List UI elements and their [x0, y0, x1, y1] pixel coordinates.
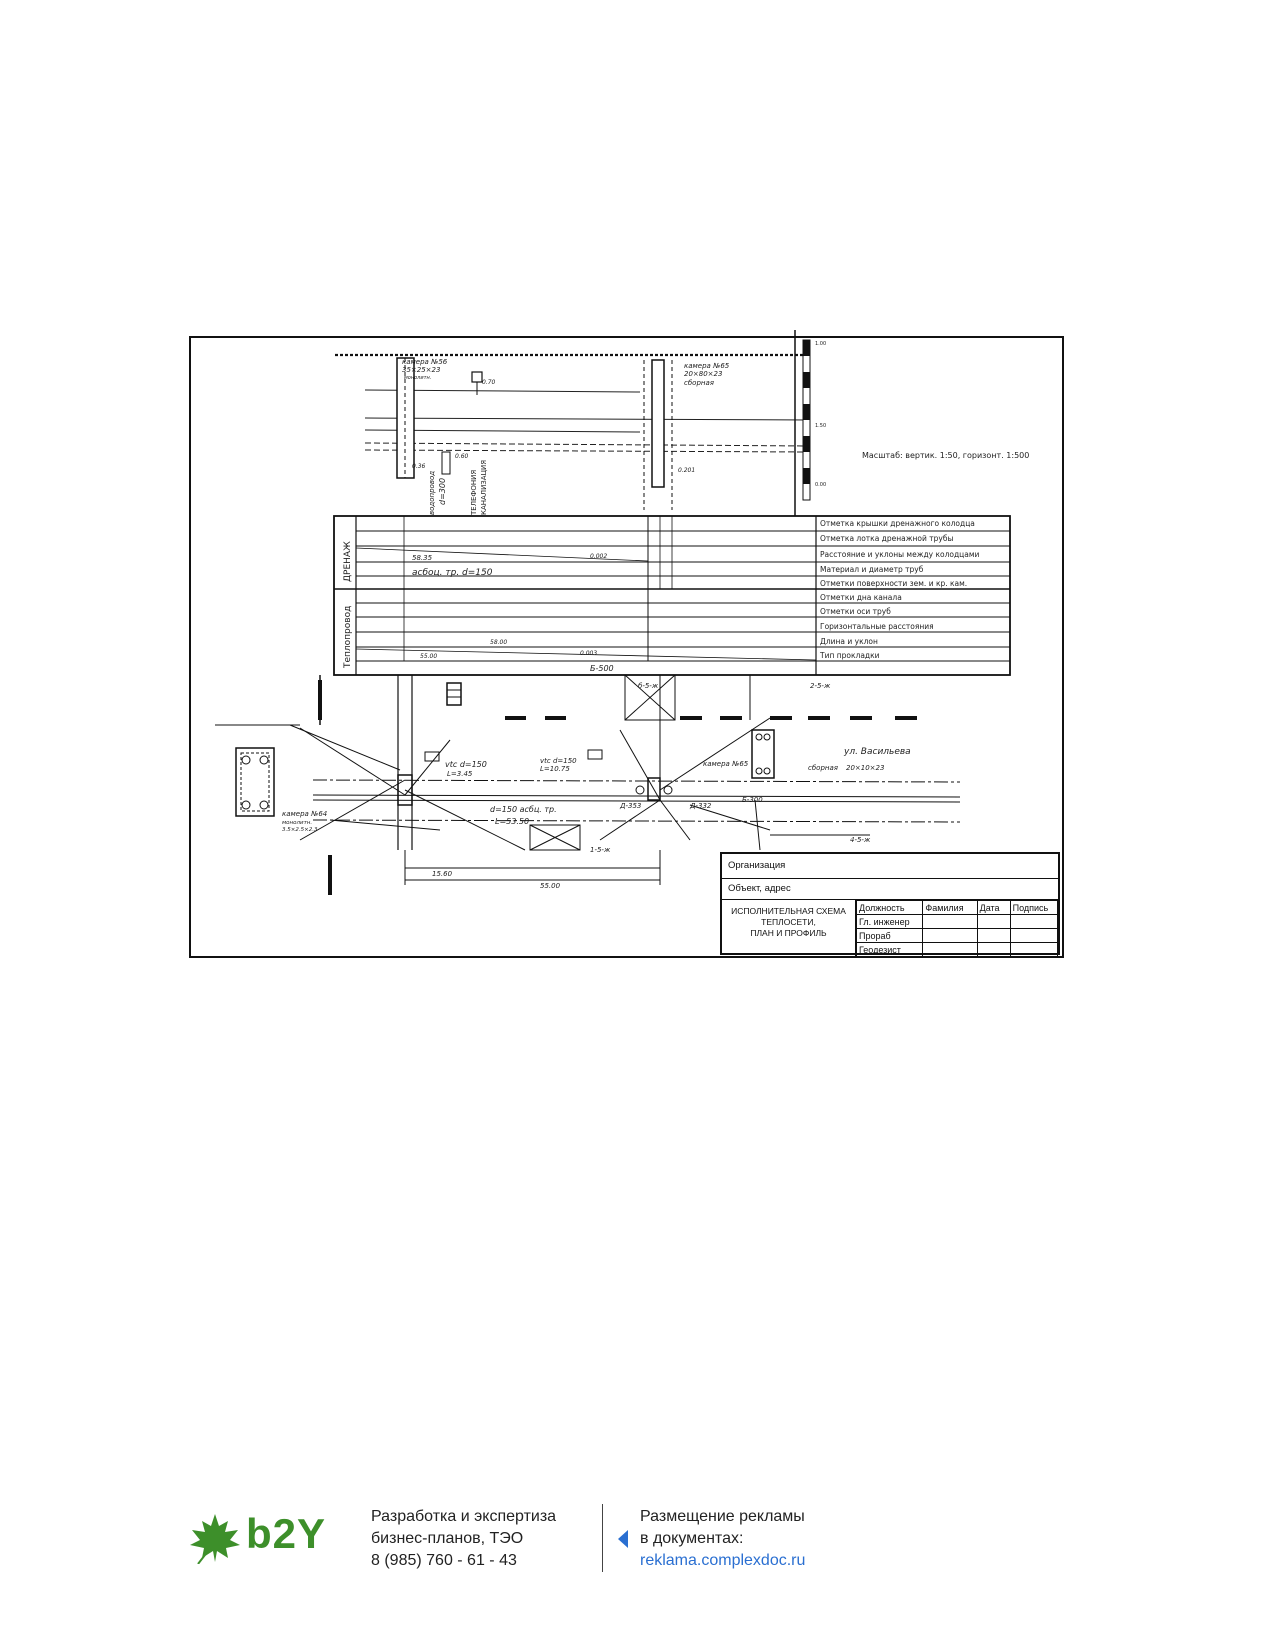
pipe3-length: L=53.50: [495, 817, 529, 826]
pipe2-label: vtc d=150: [540, 757, 577, 765]
pipe3-label: d=150 асбц. тр.: [490, 805, 557, 814]
street-label: ул. Васильева: [843, 747, 911, 757]
value-len: 55.00: [420, 653, 437, 660]
chamber-65-plan-type: сборная: [808, 764, 838, 772]
signature-table: Должность Фамилия Дата Подпись Гл. инжен…: [855, 900, 1059, 957]
chamber-65-plan-size: 20×10×23: [846, 764, 884, 772]
chamber-64-size: 3.5×2.5×2.3: [282, 827, 318, 833]
sewer-label: КАНАЛИЗАЦИЯ: [480, 460, 488, 515]
dim-5500: 55.00: [540, 882, 561, 890]
mark-0201: 0.201: [678, 467, 695, 474]
group-drainage: ДРЕНАЖ: [343, 541, 353, 582]
sheet-frame: [189, 336, 1064, 958]
phone-label: ТЕЛЕФОНИЯ: [470, 470, 478, 516]
organization-field: Организация: [722, 854, 1058, 879]
label-b300: Б-300: [742, 796, 763, 804]
services-line-1: Разработка и экспертиза: [371, 1508, 557, 1525]
pipe2-length: L=10.75: [540, 765, 570, 773]
mark-036: 0.36: [412, 463, 426, 470]
row-label-4: Отметки поверхности зем. и кр. кам.: [820, 579, 967, 588]
footer-divider: [602, 1504, 603, 1572]
mark-060: 0.60: [455, 453, 469, 460]
ad-line-2: в документах:: [640, 1530, 744, 1547]
row-label-1: Отметка лотка дренажной трубы: [820, 534, 953, 543]
row-label-7: Горизонтальные расстояния: [820, 622, 934, 631]
schema-title: ИСПОЛНИТЕЛЬНАЯ СХЕМА ТЕПЛОСЕТИ, ПЛАН И П…: [722, 900, 856, 957]
header-date: Дата: [976, 900, 1011, 915]
value-dist1: 58.35: [412, 554, 433, 562]
chamber-56-size: 35×25×23: [402, 366, 440, 374]
brand-logo[interactable]: b2Y: [246, 1510, 327, 1557]
position-foreman: Прораб: [855, 928, 924, 943]
ad-link[interactable]: reklama.complexdoc.ru: [640, 1552, 806, 1569]
row-label-9: Тип прокладки: [819, 651, 880, 660]
services-text: Разработка и экспертиза бизнес-планов, Т…: [371, 1506, 556, 1572]
label-b1: 1-5-ж: [590, 846, 611, 854]
header-surname: Фамилия: [922, 900, 978, 915]
mark-070: 0.70: [482, 379, 496, 386]
schema-line-3: ПЛАН И ПРОФИЛЬ: [750, 928, 827, 938]
group-heat: Теплопровод: [343, 606, 353, 669]
label-b4: 4-5-ж: [850, 836, 871, 844]
row-label-2: Расстояние и уклоны между колодцами: [820, 550, 980, 559]
object-field: Объект, адрес: [722, 879, 1058, 900]
value-horiz: 58.00: [490, 639, 507, 646]
row-label-6: Отметки оси труб: [820, 607, 891, 616]
row-label-8: Длина и уклон: [820, 637, 878, 646]
label-d353: Д-353: [619, 802, 641, 810]
row-label-0: Отметка крышки дренажного колодца: [820, 519, 975, 528]
water-label: водопровод: [428, 471, 436, 515]
water-d-label: d=300: [438, 478, 447, 505]
value-material: асбоц. тр. d=150: [412, 568, 493, 578]
value-slope1: 0.002: [590, 553, 607, 560]
ruler-mark-100: 1.00: [815, 341, 826, 347]
row-label-5: Отметки дна канала: [820, 593, 902, 602]
chamber-56-label: камера №56: [402, 358, 448, 366]
elevation-section: [335, 330, 811, 520]
scale-note: Масштаб: вертик. 1:50, горизонт. 1:500: [862, 451, 1029, 460]
plan-view: [215, 674, 961, 895]
schema-line-2: ТЕПЛОСЕТИ,: [761, 917, 816, 927]
pipe1-label: vtc d=150: [445, 760, 487, 769]
phone-number: 8 (985) 760 - 61 - 43: [371, 1552, 517, 1569]
maple-leaf-icon: [190, 1514, 240, 1564]
label-b6: б-5-ж: [638, 682, 659, 690]
chamber-64-type: монолитн.: [282, 820, 312, 826]
title-block: Организация Объект, адрес ИСПОЛНИТЕЛЬНАЯ…: [720, 852, 1060, 957]
chamber-65-type: сборная: [684, 379, 714, 387]
chamber-56-type: монолитн.: [404, 375, 431, 381]
value-slope2: 0.003: [580, 650, 597, 657]
ad-line-1: Размещение рекламы: [640, 1508, 805, 1525]
pipe1-length: L=3.45: [447, 770, 473, 778]
footer-banner: b2Y Разработка и экспертиза бизнес-плано…: [188, 1504, 888, 1574]
label-d332: Д-332: [689, 802, 712, 810]
profile-table: [333, 515, 1011, 676]
chamber-65-size: 20×80×23: [684, 370, 722, 378]
chamber-64-label: камера №64: [282, 810, 327, 818]
dim-1560: 15.60: [432, 870, 453, 878]
label-b2: 2-5-ж: [810, 682, 831, 690]
row-label-3: Материал и диаметр труб: [820, 565, 924, 574]
ruler-mark-000: 0.00: [815, 482, 826, 488]
header-position: Должность: [855, 900, 924, 915]
ruler-mark-150: 1.50: [815, 423, 826, 429]
schema-line-1: ИСПОЛНИТЕЛЬНАЯ СХЕМА: [731, 906, 846, 916]
position-chief-engineer: Гл. инженер: [855, 914, 924, 929]
chamber-65-elevation: [651, 359, 665, 488]
chamber-65-plan-label: камера №65: [703, 760, 749, 768]
chamber-65-label: камера №65: [684, 362, 730, 370]
advertising-text: Размещение рекламы в документах: reklama…: [640, 1506, 805, 1572]
header-signature: Подпись: [1009, 900, 1059, 915]
services-line-2: бизнес-планов, ТЭО: [371, 1530, 524, 1547]
value-laying: Б-500: [590, 664, 614, 673]
arrow-left-icon: [618, 1530, 628, 1548]
position-surveyor: Геодезист: [855, 942, 924, 957]
